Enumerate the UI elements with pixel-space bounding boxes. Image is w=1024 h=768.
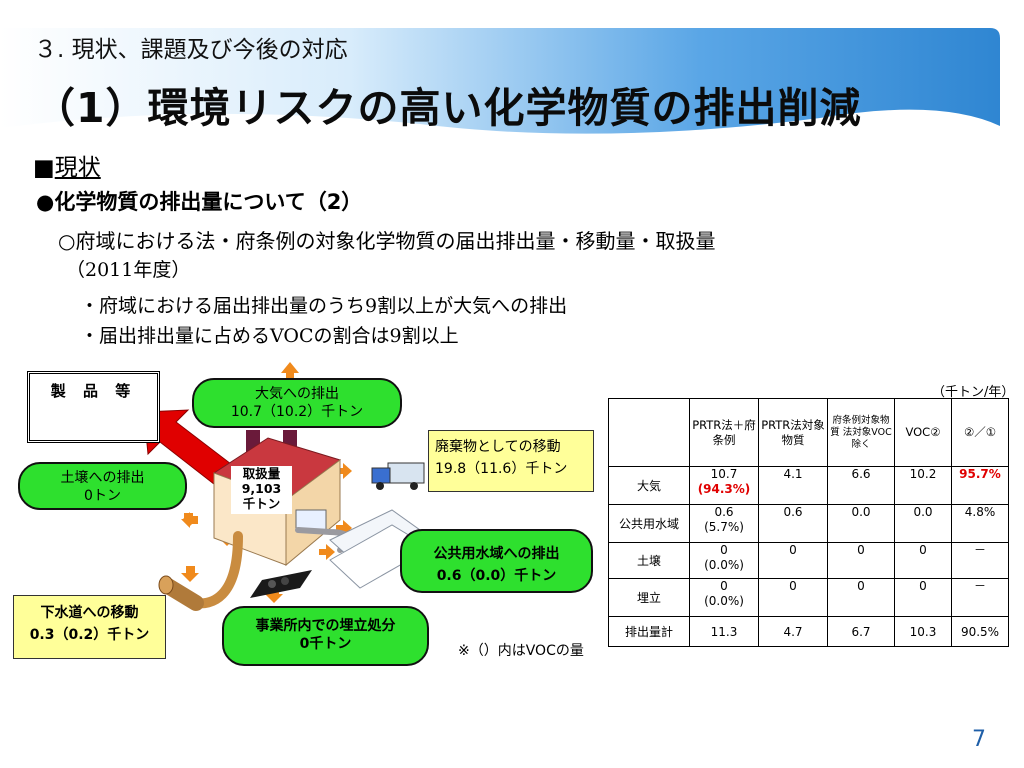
- waste-transfer-value: 19.8（11.6）千トン: [435, 461, 568, 477]
- cell-value: 6.7: [827, 616, 895, 647]
- sewer-transfer-title: 下水道への移動: [40, 605, 139, 621]
- landfill-box: 事業所内での埋立処分 0千トン: [222, 606, 429, 666]
- handling-value: 9,103: [241, 481, 282, 496]
- soil-emission-title: 土壌への排出: [60, 470, 145, 486]
- cell-value: 0: [827, 578, 895, 617]
- bullet-air-emissions: ・府域における届出排出量のうち9割以上が大気への排出: [80, 295, 568, 317]
- table-header-row: PRTR法＋府条例 PRTR法対象物質 府条例対象物質 法対象VOC除く VOC…: [608, 398, 1009, 467]
- sewer-transfer-box: 下水道への移動 0.3（0.2）千トン: [13, 595, 166, 659]
- cell-value: 0: [894, 578, 952, 617]
- cell-value: 0.6: [758, 504, 828, 543]
- row-name: 排出量計: [608, 616, 690, 647]
- cell-value: 4.7: [758, 616, 828, 647]
- subheading: ●化学物質の排出量について（2）: [36, 190, 363, 214]
- row-name: 土壌: [608, 542, 690, 579]
- sewer-transfer-value: 0.3（0.2）千トン: [29, 627, 150, 643]
- cell-value: －: [951, 578, 1009, 617]
- row-name: 大気: [608, 466, 690, 505]
- waste-transfer-box: 廃棄物としての移動 19.8（11.6）千トン: [428, 430, 594, 492]
- cell-value: 11.3: [689, 616, 759, 647]
- table-corner: [608, 398, 690, 467]
- cell-main: 0: [720, 543, 728, 557]
- table-row: 埋立 0(0.0%) 0 0 0 －: [608, 578, 1009, 617]
- cell-main: 10.7: [710, 467, 738, 481]
- cell-value: 4.1: [758, 466, 828, 505]
- header-prtr-substances: PRTR法対象物質: [758, 398, 828, 467]
- waste-transfer-title: 廃棄物としての移動: [435, 439, 561, 455]
- table-unit: （千トン/年）: [932, 385, 1015, 400]
- cell-percent: (5.7%): [704, 520, 744, 534]
- landfill-value: 0千トン: [299, 636, 352, 652]
- header-voc: VOC②: [894, 398, 952, 467]
- cell-main: 0.6: [714, 505, 734, 519]
- square-marker: ■: [33, 155, 55, 181]
- cell-value: －: [951, 542, 1009, 579]
- cell-value: 90.5%: [951, 616, 1009, 647]
- soil-emission-value: 0トン: [84, 488, 121, 504]
- water-emission-title: 公共用水域への排出: [433, 546, 560, 562]
- row-name: 埋立: [608, 578, 690, 617]
- voc-note: ※（）内はVOCの量: [458, 643, 584, 659]
- description-line-1: ○府域における法・府条例の対象化学物質の届出排出量・移動量・取扱量: [58, 229, 716, 253]
- cell-value: 95.7%: [951, 466, 1009, 505]
- cell-value: 4.8%: [951, 504, 1009, 543]
- cell-value: 0: [827, 542, 895, 579]
- water-emission-value: 0.6（0.0）千トン: [436, 568, 557, 584]
- soil-emission-box: 土壌への排出 0トン: [18, 462, 187, 510]
- products-label: 製 品 等: [50, 382, 137, 400]
- air-emission-box: 大気への排出 10.7（10.2）千トン: [192, 378, 402, 428]
- emissions-table: PRTR法＋府条例 PRTR法対象物質 府条例対象物質 法対象VOC除く VOC…: [608, 398, 1009, 647]
- description-line-2: （2011年度）: [66, 259, 191, 281]
- water-emission-box: 公共用水域への排出 0.6（0.0）千トン: [400, 529, 593, 593]
- air-emission-title: 大気への排出: [255, 386, 339, 402]
- header-ordinance-substances: 府条例対象物質 法対象VOC除く: [827, 398, 895, 467]
- handling-unit: 千トン: [242, 496, 281, 511]
- cell-percent: (0.0%): [704, 558, 744, 572]
- status-heading: ■現状: [33, 148, 101, 182]
- section-title: ３. 現状、課題及び今後の対応: [34, 37, 348, 63]
- cell-value: 0.0: [894, 504, 952, 543]
- table-row: 公共用水域 0.6(5.7%) 0.6 0.0 0.0 4.8%: [608, 504, 1009, 543]
- cell-value: 6.6: [827, 466, 895, 505]
- cell-main: 0: [720, 579, 728, 593]
- header-ratio: ②／①: [951, 398, 1009, 467]
- cell-value: 10.2: [894, 466, 952, 505]
- handling-title: 取扱量: [242, 466, 281, 481]
- air-emission-value: 10.7（10.2）千トン: [230, 404, 364, 420]
- table-row: 土壌 0(0.0%) 0 0 0 －: [608, 542, 1009, 579]
- cell-value: 10.7(94.3%): [689, 466, 759, 505]
- cell-value: 0(0.0%): [689, 578, 759, 617]
- header-band: [0, 28, 1000, 136]
- cell-value: 0.0: [827, 504, 895, 543]
- cell-value: 0(0.0%): [689, 542, 759, 579]
- table-row-total: 排出量計 11.3 4.7 6.7 10.3 90.5%: [608, 616, 1009, 647]
- status-label: 現状: [54, 155, 101, 181]
- cell-percent: (0.0%): [704, 594, 744, 608]
- bullet-voc-ratio: ・届出排出量に占めるVOCの割合は9割以上: [80, 325, 459, 347]
- table-row: 大気 10.7(94.3%) 4.1 6.6 10.2 95.7%: [608, 466, 1009, 505]
- cell-value: 0: [894, 542, 952, 579]
- handling-amount: 取扱量 9,103 千トン: [231, 466, 292, 514]
- page-number: 7: [972, 727, 986, 752]
- cell-value: 0: [758, 578, 828, 617]
- row-name: 公共用水域: [608, 504, 690, 543]
- cell-value: 0: [758, 542, 828, 579]
- landfill-title: 事業所内での埋立処分: [255, 618, 396, 634]
- products-box: 製 品 等: [27, 371, 160, 443]
- cell-value: 0.6(5.7%): [689, 504, 759, 543]
- cell-value: 10.3: [894, 616, 952, 647]
- header-prtr-ordinance: PRTR法＋府条例: [689, 398, 759, 467]
- landfill-pit-icon: [250, 570, 312, 598]
- cell-percent: (94.3%): [697, 482, 751, 496]
- truck-icon: [371, 462, 425, 490]
- page-title: （1）環境リスクの高い化学物質の排出削減: [34, 84, 862, 132]
